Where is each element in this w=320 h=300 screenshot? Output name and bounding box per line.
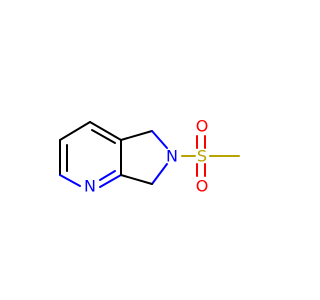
sulfur-label: S [197, 147, 207, 166]
pyridine-nitrogen-label: N [84, 177, 96, 196]
bond-c7-c7a [120, 174, 153, 185]
bond-c5-c5a [89, 121, 122, 141]
bond-c4-c5 [59, 121, 91, 141]
bond-c3-n1 [59, 174, 81, 187]
bond-n6-c7 [151, 163, 168, 185]
oxygen-top-label: O [196, 117, 209, 136]
bond-n1-c7a-inner [99, 170, 116, 181]
oxygen-bottom-label: O [196, 177, 209, 196]
bond-c5a-c6 [120, 130, 153, 141]
bond-c6-n6 [151, 130, 168, 149]
molecule-structure-diagram: N N S O O [59, 117, 240, 196]
bond-c5-c5a-inner [91, 129, 116, 144]
pyrrolidine-nitrogen-label: N [166, 147, 178, 166]
bond-n1-c7a [99, 174, 122, 188]
